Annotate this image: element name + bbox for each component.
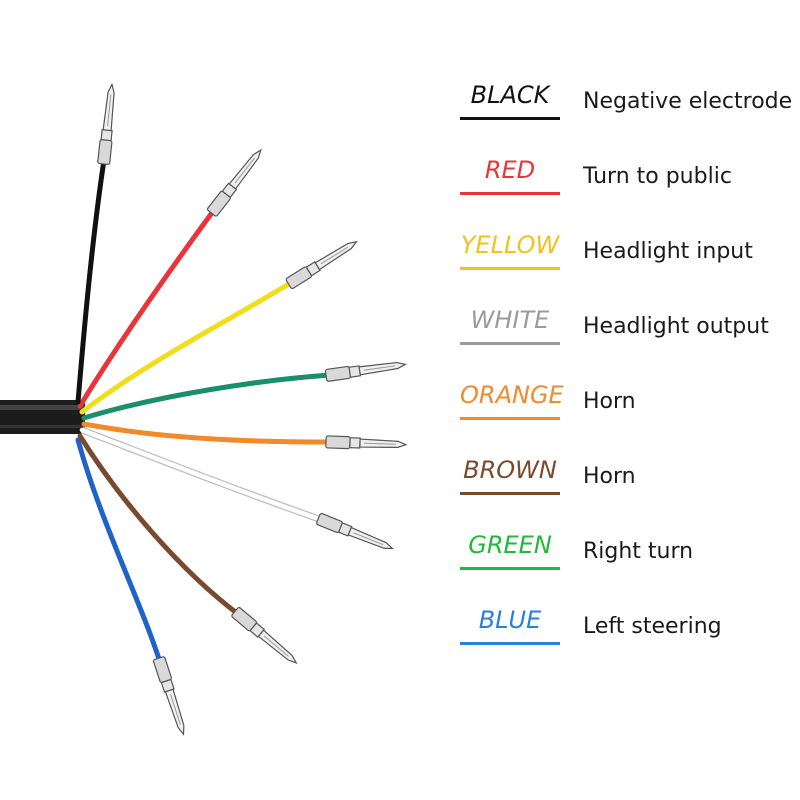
underline-red	[460, 192, 560, 195]
meaning-orange: Horn	[583, 389, 636, 414]
color-name-white: WHITE	[470, 306, 550, 334]
legend-row-red: RED Turn to public	[455, 155, 800, 230]
legend-row-white: WHITE Headlight output	[455, 305, 800, 380]
cable-icon	[0, 400, 85, 434]
color-name-yellow: YELLOW	[460, 231, 560, 259]
wire-yellow	[79, 279, 295, 415]
underline-green	[460, 567, 560, 570]
wire-brown	[77, 433, 241, 617]
meaning-red: Turn to public	[583, 164, 732, 189]
legend-row-blue: BLUE Left steering	[455, 605, 800, 680]
underline-blue	[460, 642, 560, 645]
meaning-brown: Horn	[583, 464, 636, 489]
legend-row-yellow: YELLOW Headlight input	[455, 230, 800, 305]
terminal-pin-icon	[207, 148, 262, 217]
legend-row-green: GREEN Right turn	[455, 530, 800, 605]
terminal-pin-icon	[324, 361, 407, 382]
wire-blue	[75, 437, 163, 665]
underline-brown	[460, 492, 560, 495]
underline-white	[460, 342, 560, 345]
wire-green	[81, 372, 333, 421]
color-name-brown: BROWN	[463, 456, 557, 484]
terminal-pin-icon	[231, 607, 298, 664]
wire-orange	[81, 421, 333, 445]
terminal-pin-icon	[152, 656, 185, 736]
wire-red	[77, 207, 217, 409]
underline-yellow	[460, 267, 560, 270]
color-name-green: GREEN	[468, 531, 552, 559]
underline-orange	[460, 417, 560, 420]
meaning-blue: Left steering	[583, 614, 722, 639]
color-name-black: BLACK	[470, 81, 550, 109]
meaning-green: Right turn	[583, 539, 694, 564]
terminal-pin-icon	[316, 512, 395, 550]
meaning-white: Headlight output	[583, 314, 769, 339]
terminal-pin-icon	[285, 240, 358, 290]
terminal-pin-icon	[97, 82, 115, 166]
color-name-orange: ORANGE	[460, 381, 564, 409]
meaning-black: Negative electrode	[583, 89, 793, 114]
meaning-yellow: Headlight input	[583, 239, 753, 264]
legend-row-orange: ORANGE Horn	[455, 380, 800, 455]
color-name-red: RED	[484, 156, 536, 184]
underline-black	[460, 117, 560, 120]
terminal-pin-icon	[325, 435, 408, 450]
wire-white	[79, 427, 325, 523]
wire-color-legend: BLACK Negative electrode RED Turn to pub…	[455, 80, 800, 680]
legend-row-black: BLACK Negative electrode	[455, 80, 800, 155]
legend-row-brown: BROWN Horn	[455, 455, 800, 530]
color-name-blue: BLUE	[478, 606, 542, 634]
wire-black	[75, 157, 107, 405]
